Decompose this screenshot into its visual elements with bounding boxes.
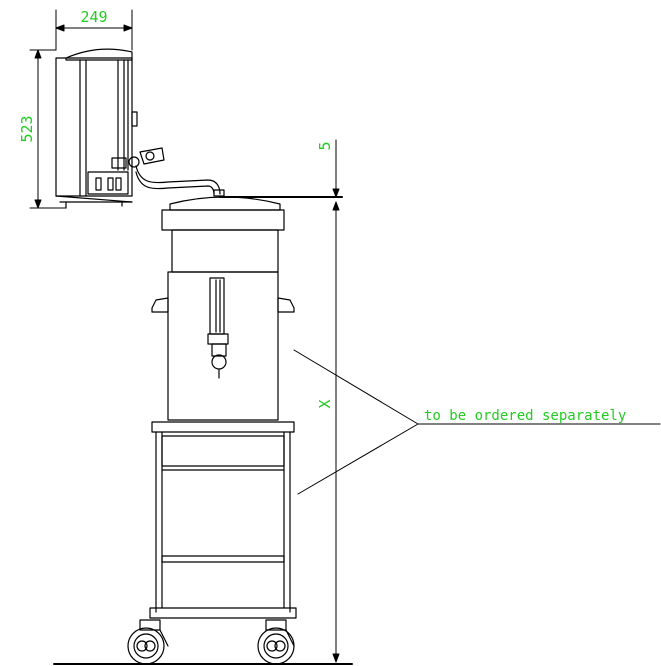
storage-tank (151, 196, 295, 421)
castor-left (127, 619, 169, 665)
separate-order-annotation: to be ordered separately (424, 408, 626, 424)
gap-dimension-label: 5 (316, 141, 334, 150)
boiler-unit (55, 48, 225, 209)
height-dimension-label: 523 (18, 115, 36, 142)
dimension-lines (29, 9, 661, 663)
total-height-label: X (316, 399, 334, 408)
castor-right (257, 619, 295, 665)
width-dimension-label: 249 (80, 8, 107, 26)
stand (127, 421, 297, 665)
